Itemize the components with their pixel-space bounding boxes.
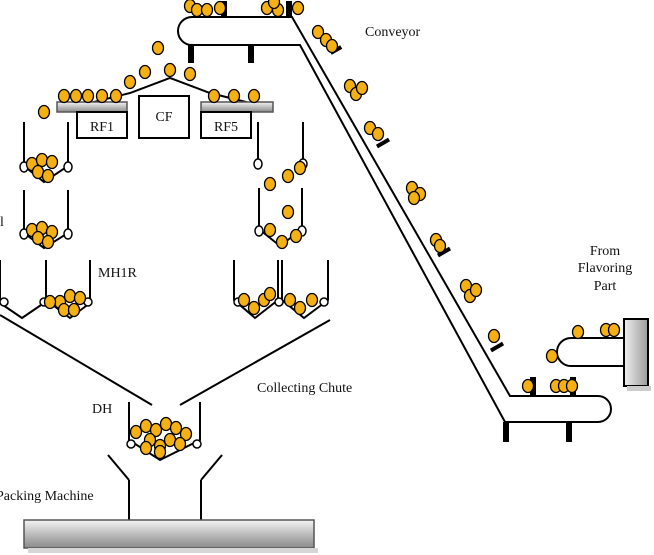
rf1-tray bbox=[56, 101, 128, 113]
rf5-box bbox=[200, 111, 252, 139]
chip-62 bbox=[43, 294, 57, 310]
chip-18 bbox=[407, 190, 421, 206]
chip-50 bbox=[31, 164, 45, 180]
chip-24 bbox=[487, 328, 501, 344]
chip-71 bbox=[247, 300, 261, 316]
chip-88 bbox=[153, 444, 167, 460]
chip-15 bbox=[371, 126, 385, 142]
chip-25 bbox=[521, 378, 535, 394]
chip-41 bbox=[95, 88, 109, 104]
chip-78 bbox=[139, 418, 153, 434]
chip-82 bbox=[179, 426, 193, 442]
right-weigh-hoppers bbox=[233, 260, 329, 320]
flavoring-label: Flavoring bbox=[578, 261, 632, 276]
chip-13 bbox=[355, 80, 369, 96]
left-pool-hopper-lower bbox=[23, 190, 69, 250]
chip-63 bbox=[263, 176, 277, 192]
chip-75 bbox=[293, 300, 307, 316]
chip-56 bbox=[41, 234, 55, 250]
chip-85 bbox=[163, 432, 177, 448]
packing-machine-bed bbox=[23, 519, 315, 549]
chip-34 bbox=[138, 64, 152, 80]
chip-61 bbox=[67, 302, 81, 318]
chip-40 bbox=[81, 88, 95, 104]
chip-36 bbox=[183, 66, 197, 82]
chip-29 bbox=[545, 348, 559, 364]
right-pool-hopper-upper bbox=[257, 122, 304, 162]
chip-74 bbox=[283, 292, 297, 308]
mh1r-label: MH1R bbox=[98, 266, 138, 281]
chip-51 bbox=[41, 168, 55, 184]
chip-73 bbox=[263, 286, 277, 302]
collecting-chute bbox=[0, 314, 331, 406]
dh-label: DH bbox=[92, 402, 112, 417]
chip-28 bbox=[565, 378, 579, 394]
chip-86 bbox=[139, 440, 153, 456]
chip-87 bbox=[173, 436, 187, 452]
chip-30 bbox=[571, 324, 585, 340]
chip-45 bbox=[227, 88, 241, 104]
chip-20 bbox=[433, 238, 447, 254]
part-label: Part bbox=[594, 279, 617, 294]
collecting-chute-label: Collecting Chute bbox=[257, 381, 352, 396]
chip-59 bbox=[73, 290, 87, 306]
chip-7 bbox=[291, 0, 305, 16]
cf-box bbox=[138, 95, 190, 139]
chip-68 bbox=[275, 234, 289, 250]
chip-46 bbox=[247, 88, 261, 104]
chip-35 bbox=[163, 62, 177, 78]
chip-81 bbox=[169, 420, 183, 436]
chip-6 bbox=[267, 0, 281, 10]
chip-23 bbox=[469, 282, 483, 298]
discharge-hopper bbox=[128, 402, 201, 462]
left-pool-hopper-upper bbox=[23, 122, 69, 184]
chip-8 bbox=[311, 24, 325, 40]
chip-37 bbox=[123, 74, 137, 90]
chip-69 bbox=[289, 228, 303, 244]
rf1-box bbox=[76, 111, 128, 139]
chip-65 bbox=[293, 160, 307, 176]
chip-48 bbox=[35, 152, 49, 168]
from-label: From bbox=[590, 244, 620, 259]
conveyor-label: Conveyor bbox=[365, 25, 421, 40]
rf5-label: RF5 bbox=[214, 120, 238, 135]
chip-44 bbox=[207, 88, 221, 104]
snack-chips bbox=[25, 0, 621, 460]
chip-39 bbox=[69, 88, 83, 104]
chip-43 bbox=[37, 104, 51, 120]
chip-67 bbox=[263, 222, 277, 238]
chip-64 bbox=[281, 168, 295, 184]
rf5-tray bbox=[200, 101, 274, 113]
chip-70 bbox=[237, 292, 251, 308]
chip-79 bbox=[149, 422, 163, 438]
chip-55 bbox=[31, 230, 45, 246]
chip-49 bbox=[45, 154, 59, 170]
chip-3 bbox=[213, 0, 227, 16]
conveyor-belt bbox=[177, 16, 612, 423]
chip-80 bbox=[159, 416, 173, 432]
cf-label: CF bbox=[155, 110, 172, 125]
chip-66 bbox=[281, 204, 295, 220]
packing-machine-label: Packing Machine bbox=[0, 489, 94, 504]
packing-funnel bbox=[107, 454, 223, 520]
chip-10 bbox=[325, 38, 339, 54]
conveyor-supports bbox=[188, 1, 576, 442]
edge-label: l bbox=[0, 215, 4, 230]
chip-38 bbox=[57, 88, 71, 104]
chip-2 bbox=[200, 2, 214, 18]
dh-hinges bbox=[126, 439, 202, 449]
chip-76 bbox=[305, 292, 319, 308]
chip-42 bbox=[109, 88, 123, 104]
chip-33 bbox=[151, 40, 165, 56]
chip-77 bbox=[129, 424, 143, 440]
chip-58 bbox=[63, 288, 77, 304]
rf1-label: RF1 bbox=[90, 120, 114, 135]
chip-32 bbox=[607, 322, 621, 338]
